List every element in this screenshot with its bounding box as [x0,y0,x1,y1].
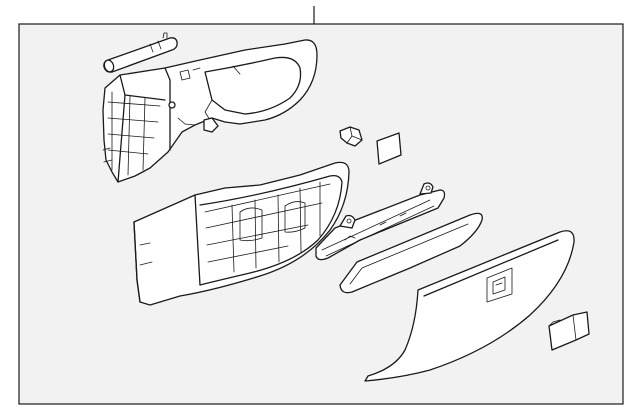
glove-box-bin [133,161,350,306]
latch-bumper [548,311,590,351]
door-trim-panel [339,212,483,294]
small-clip [339,126,363,147]
hinge-pin [103,32,178,73]
glove-box-door [364,230,575,382]
small-pad [376,132,402,165]
trim-strip [315,182,446,261]
glove-box-housing [102,39,318,183]
